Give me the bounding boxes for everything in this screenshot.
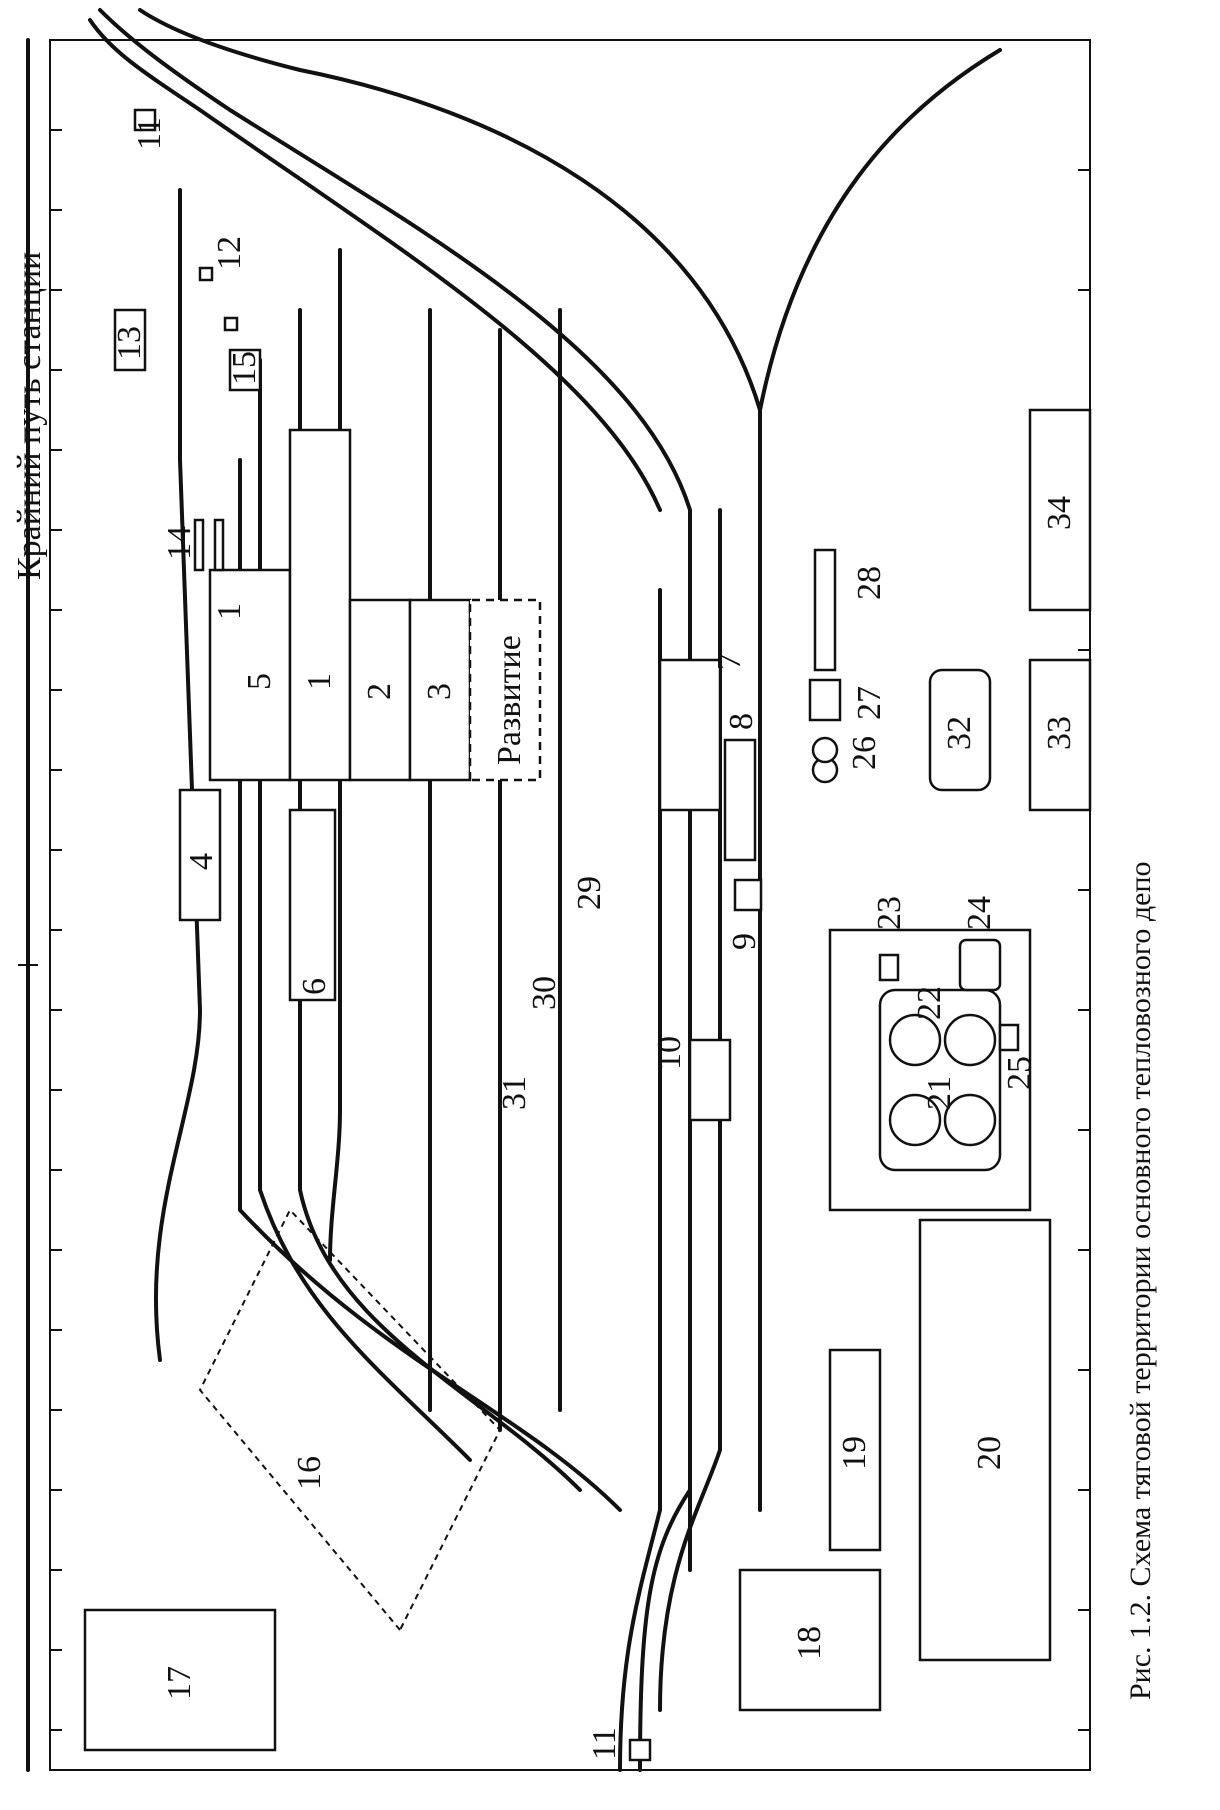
label-8: 8 — [723, 713, 760, 730]
item-24 — [958, 938, 1002, 992]
label-4: 4 — [183, 853, 220, 870]
wye-track-c — [138, 8, 762, 412]
label-21: 21 — [921, 1076, 958, 1110]
label-2: 2 — [361, 683, 398, 700]
wash-block — [658, 658, 722, 812]
building-33 — [1028, 658, 1092, 812]
label-1-small: 1 — [211, 603, 248, 620]
station-track-label: Крайний путь станции — [11, 252, 48, 580]
item-28 — [813, 548, 837, 672]
building-1-tall — [288, 428, 352, 782]
signal-11-right — [133, 108, 157, 132]
tanks-21 — [878, 988, 1002, 1172]
wye-track-a — [88, 18, 662, 512]
item-9 — [733, 878, 763, 912]
rotated-drawing: Крайний путь станции — [11, 8, 1157, 1772]
building-34 — [1028, 408, 1092, 612]
label-31: 31 — [496, 1076, 533, 1110]
label-34: 34 — [1041, 496, 1078, 530]
building-19 — [828, 1348, 882, 1552]
figure-caption: Рис. 1.2. Схема тяговой территории основ… — [1124, 861, 1157, 1700]
item-10 — [688, 1038, 732, 1122]
item-8 — [723, 738, 757, 862]
track-30 — [638, 588, 692, 1772]
territory-fence — [49, 39, 1091, 1771]
item-23 — [878, 953, 900, 982]
label-29: 29 — [571, 876, 608, 910]
label-17: 17 — [161, 1666, 198, 1700]
item-6 — [288, 808, 337, 1002]
label-23: 23 — [871, 896, 908, 930]
depot-track-3 — [258, 358, 472, 1462]
depot-outer-track — [153, 188, 202, 1362]
label-20: 20 — [971, 1436, 1008, 1470]
development-area — [468, 598, 542, 782]
track-31 — [618, 588, 662, 1772]
building-4 — [178, 788, 222, 922]
building-20 — [918, 1218, 1052, 1662]
label-27: 27 — [851, 686, 888, 720]
depot-track-7 — [328, 248, 342, 1262]
label-28: 28 — [851, 566, 888, 600]
label-26: 26 — [846, 736, 883, 770]
item-14a — [193, 518, 205, 572]
label-22: 22 — [911, 986, 948, 1020]
signal-11-left — [628, 1738, 652, 1762]
wye-loop — [758, 48, 1002, 412]
area-16 — [198, 1208, 502, 1632]
building-32 — [928, 668, 992, 792]
label-7: 7 — [711, 653, 748, 670]
label-33: 33 — [1041, 716, 1078, 750]
label-11-left: 11 — [586, 1727, 623, 1760]
label-12: 12 — [211, 236, 248, 270]
label-16: 16 — [291, 1456, 328, 1490]
item-13 — [113, 308, 147, 372]
item-27 — [808, 678, 842, 722]
item-15 — [228, 348, 262, 392]
label-32: 32 — [941, 716, 978, 750]
label-19: 19 — [836, 1436, 873, 1470]
label-5: 5 — [241, 673, 278, 690]
item-14b — [213, 518, 225, 572]
label-24: 24 — [961, 896, 998, 930]
label-25: 25 — [1001, 1056, 1038, 1090]
label-18: 18 — [791, 1626, 828, 1660]
building-18 — [738, 1568, 882, 1712]
label-1: 1 — [301, 673, 338, 690]
track-29 — [658, 508, 722, 1712]
item-12b — [223, 316, 239, 332]
label-14: 14 — [161, 526, 198, 560]
label-6: 6 — [296, 978, 333, 995]
label-9: 9 — [726, 933, 763, 950]
label-13: 13 — [111, 326, 148, 360]
item-12a — [198, 266, 214, 282]
depot-track-2 — [298, 308, 582, 1492]
label-10: 10 — [651, 1036, 688, 1070]
item-25 — [998, 1023, 1020, 1052]
development-label: Развитие — [491, 635, 528, 765]
building-17 — [83, 1608, 277, 1752]
item-26b — [811, 736, 839, 764]
label-11-right: 11 — [131, 117, 168, 150]
label-15: 15 — [226, 351, 263, 385]
wye-track-b — [98, 8, 692, 512]
label-30: 30 — [526, 976, 563, 1010]
label-3: 3 — [421, 683, 458, 700]
